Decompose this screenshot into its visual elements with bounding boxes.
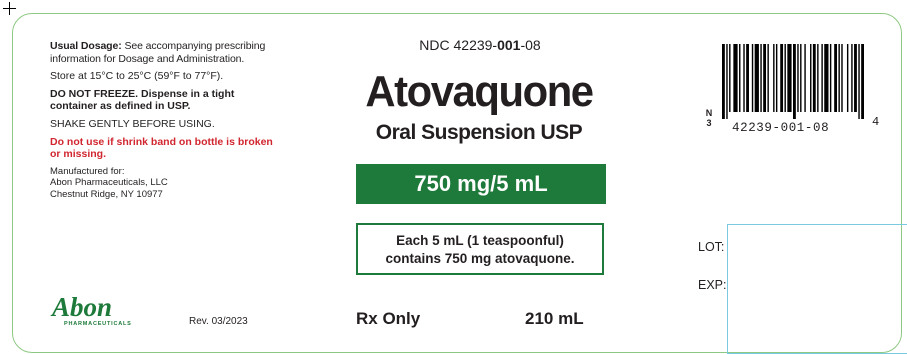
barcode-bar bbox=[810, 44, 812, 112]
barcode-digits: 42239-001-08 bbox=[732, 121, 830, 135]
barcode-bar bbox=[773, 44, 775, 112]
barcode-bar bbox=[817, 44, 819, 112]
barcode-left-digit-2: 3 bbox=[706, 118, 712, 128]
usual-dosage-text: See accompanying prescribing information… bbox=[50, 40, 266, 65]
ndc-package: 08 bbox=[525, 37, 541, 53]
composition-line-2: contains 750 mg atovaquone. bbox=[385, 251, 575, 266]
product-name: Atovaquone bbox=[365, 67, 594, 116]
strength-banner: 750 mg/5 mL bbox=[356, 164, 606, 204]
barcode-bar bbox=[858, 44, 860, 119]
shake-text: SHAKE GENTLY BEFORE USING. bbox=[50, 117, 215, 130]
composition-box: Each 5 mL (1 teaspoonful) contains 750 m… bbox=[356, 223, 604, 275]
barcode-area: N 3 42239-001-08 4 bbox=[700, 44, 890, 139]
barcode-bar bbox=[739, 44, 741, 112]
barcode-bar bbox=[780, 44, 784, 112]
do-not-freeze-text: DO NOT FREEZE. Dispense in a tight conta… bbox=[50, 87, 235, 113]
barcode-left-digits: N 3 bbox=[704, 108, 714, 128]
lot-label: LOT: bbox=[698, 240, 725, 254]
barcode-bar bbox=[841, 44, 843, 112]
barcode-bar bbox=[846, 44, 849, 112]
barcode-bar bbox=[838, 44, 840, 112]
barcode-bar bbox=[787, 44, 792, 112]
barcode-bar bbox=[854, 44, 857, 112]
barcode-bar bbox=[800, 44, 802, 112]
barcode-bar bbox=[743, 44, 745, 112]
logo-wordmark: Abon bbox=[50, 292, 112, 322]
composition-line-1: Each 5 mL (1 teaspoonful) bbox=[396, 233, 564, 248]
ndc-product: 001 bbox=[497, 37, 521, 53]
barcode-left-digit-1: N bbox=[705, 108, 713, 118]
barcode-bar bbox=[722, 44, 725, 119]
barcode-bar bbox=[834, 44, 838, 112]
ndc-code: NDC 42239-001-08 bbox=[380, 37, 580, 53]
barcode-bar bbox=[812, 44, 816, 112]
logo-subtext: PHARMACEUTICALS bbox=[64, 321, 132, 327]
barcode-bar bbox=[751, 44, 754, 112]
barcode-bar bbox=[726, 44, 728, 119]
barcode-bar bbox=[851, 44, 853, 112]
barcode-bar bbox=[821, 44, 823, 112]
shrink-band-warning: Do not use if shrink band on bottle is b… bbox=[50, 135, 273, 161]
usual-dosage-heading: Usual Dosage: bbox=[50, 40, 122, 52]
barcode bbox=[722, 44, 864, 119]
dosage-form: Oral Suspension USP bbox=[375, 121, 583, 144]
barcode-bar bbox=[797, 44, 799, 112]
barcode-bar bbox=[824, 44, 829, 112]
barcode-bar bbox=[829, 44, 832, 112]
ndc-prefix: NDC 42239- bbox=[419, 37, 498, 53]
barcode-bar bbox=[804, 44, 806, 112]
ndc-sep: - bbox=[520, 37, 526, 53]
barcode-bar bbox=[793, 44, 796, 119]
rx-only: Rx Only bbox=[356, 309, 421, 328]
barcode-bar bbox=[733, 44, 738, 112]
barcode-bar bbox=[729, 44, 731, 112]
storage-text: Store at 15°C to 25°C (59°F to 77°F). bbox=[50, 70, 224, 83]
lot-exp-box bbox=[727, 224, 907, 354]
volume: 210 mL bbox=[525, 309, 584, 328]
abon-logo: Abon PHARMACEUTICALS bbox=[50, 292, 132, 327]
left-panel: Usual Dosage: See accompanying prescribi… bbox=[50, 40, 275, 200]
barcode-bar bbox=[763, 44, 767, 112]
barcode-bar bbox=[775, 44, 778, 112]
barcode-bar bbox=[760, 44, 762, 112]
manufactured-for-label: Manufactured for: bbox=[50, 165, 125, 177]
manufacturer-name: Abon Pharmaceuticals, LLC bbox=[50, 177, 168, 189]
barcode-check-digit: 4 bbox=[872, 115, 880, 129]
barcode-bar bbox=[754, 44, 759, 112]
barcode-bar bbox=[784, 44, 786, 112]
barcode-bar bbox=[861, 44, 864, 119]
barcode-bar bbox=[767, 44, 769, 112]
revision-date: Rev. 03/2023 bbox=[189, 316, 248, 327]
exp-label: EXP: bbox=[698, 278, 727, 292]
usual-dosage: Usual Dosage: See accompanying prescribi… bbox=[50, 40, 275, 65]
manufacturer-address: Chestnut Ridge, NY 10977 bbox=[50, 188, 163, 200]
crosshair-mark bbox=[3, 2, 16, 15]
barcode-bar bbox=[746, 44, 749, 112]
